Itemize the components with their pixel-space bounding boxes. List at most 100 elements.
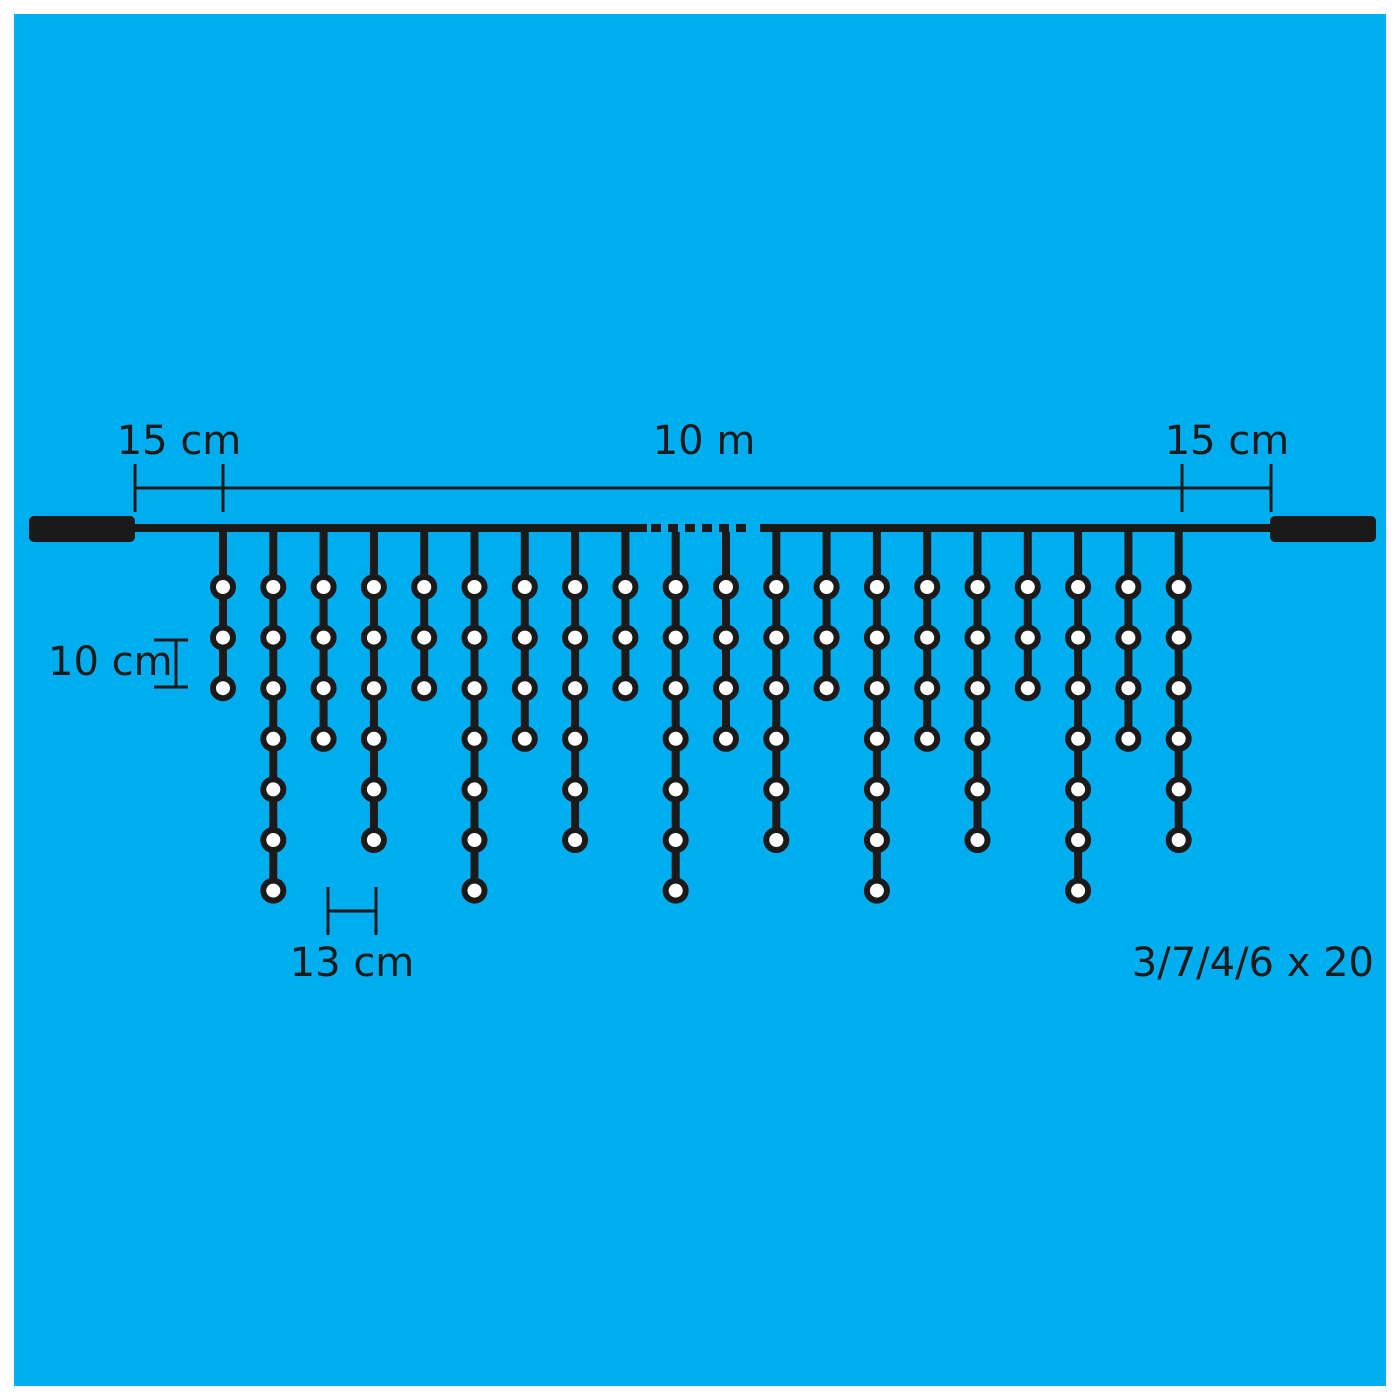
bulb — [461, 877, 488, 904]
bulb — [511, 725, 538, 752]
bulb — [461, 574, 488, 600]
bulb — [1165, 624, 1192, 651]
right-end-plug — [1270, 516, 1376, 542]
drop-spacing-label: 10 cm — [48, 639, 173, 685]
bulb — [1065, 574, 1092, 600]
bulb — [914, 574, 941, 600]
bulb — [1014, 574, 1041, 600]
right-lead-label: 15 cm — [1165, 418, 1290, 464]
bulb — [260, 725, 287, 752]
strand — [1115, 532, 1142, 752]
strand — [612, 532, 639, 702]
bulb — [662, 624, 689, 651]
bulb — [763, 574, 790, 600]
strand — [863, 532, 890, 904]
bulb — [662, 776, 689, 803]
strand — [1165, 532, 1192, 853]
bulb — [662, 675, 689, 702]
bulb — [914, 675, 941, 702]
bulb — [863, 574, 890, 600]
bulb — [713, 624, 739, 651]
bulb — [662, 725, 689, 752]
bulb — [1065, 776, 1092, 803]
bulb — [713, 574, 739, 600]
strand — [260, 532, 287, 904]
strand-spacing-marker — [326, 887, 378, 935]
bulb — [260, 776, 287, 803]
bulb — [914, 624, 941, 651]
bulb — [964, 725, 991, 752]
bulb — [863, 675, 890, 702]
bulb — [260, 675, 287, 702]
strand — [713, 532, 739, 752]
bulb — [1165, 776, 1192, 803]
bulb — [1115, 725, 1142, 752]
bulb — [411, 574, 438, 600]
bulb — [360, 675, 387, 702]
strand — [1014, 532, 1041, 702]
strand — [914, 532, 941, 752]
bulb — [863, 776, 890, 803]
strand — [763, 532, 790, 853]
bulb — [511, 574, 538, 600]
bulb — [562, 624, 589, 651]
bulb — [461, 725, 488, 752]
strand — [411, 532, 438, 702]
bulb — [411, 624, 438, 651]
bulb — [360, 574, 387, 600]
bulb — [1165, 827, 1192, 853]
strand — [562, 532, 589, 853]
bulb — [562, 827, 589, 853]
bulb — [210, 675, 236, 702]
bulb — [310, 574, 337, 600]
length-dimension — [133, 464, 1273, 512]
bulb — [1115, 624, 1142, 651]
bulb — [1165, 725, 1192, 752]
bulb — [662, 574, 689, 600]
bulb — [210, 574, 236, 600]
bulb — [310, 725, 337, 752]
bulb — [914, 725, 941, 752]
bulb — [1014, 624, 1041, 651]
strand — [964, 532, 991, 853]
strand — [511, 532, 538, 752]
bulb — [813, 624, 840, 651]
bulb — [964, 624, 991, 651]
pattern-label: 3/7/4/6 x 20 — [1132, 940, 1374, 986]
strand — [360, 532, 387, 853]
bulb — [1165, 574, 1192, 600]
bulb — [260, 624, 287, 651]
bulb — [411, 675, 438, 702]
left-lead-label: 15 cm — [117, 418, 242, 464]
bulb — [763, 776, 790, 803]
bulb — [360, 776, 387, 803]
main-length-label: 10 m — [653, 418, 756, 464]
bulb — [713, 725, 739, 752]
bulb — [1065, 827, 1092, 853]
bulb — [461, 776, 488, 803]
bulb — [562, 574, 589, 600]
bulb — [360, 624, 387, 651]
background — [14, 14, 1386, 1386]
bulb — [562, 776, 589, 803]
bulb — [1115, 675, 1142, 702]
bulb — [863, 624, 890, 651]
bulb — [461, 624, 488, 651]
bulb — [964, 574, 991, 600]
bulb — [210, 624, 236, 651]
strand — [662, 532, 689, 904]
bulb — [662, 877, 689, 904]
bulb — [612, 624, 639, 651]
strand-spacing-label: 13 cm — [290, 940, 415, 986]
bulb — [763, 624, 790, 651]
bulb — [360, 725, 387, 752]
bulb — [863, 877, 890, 904]
bulb — [813, 574, 840, 600]
icicle-light-diagram: 15 cm 10 m 15 cm 10 cm 13 cm 3/7/4/6 x 2… — [14, 14, 1386, 1386]
bulb — [964, 827, 991, 853]
bulb — [511, 675, 538, 702]
bulb — [310, 675, 337, 702]
strand — [1065, 532, 1092, 904]
bulb — [763, 827, 790, 853]
bulb — [763, 675, 790, 702]
